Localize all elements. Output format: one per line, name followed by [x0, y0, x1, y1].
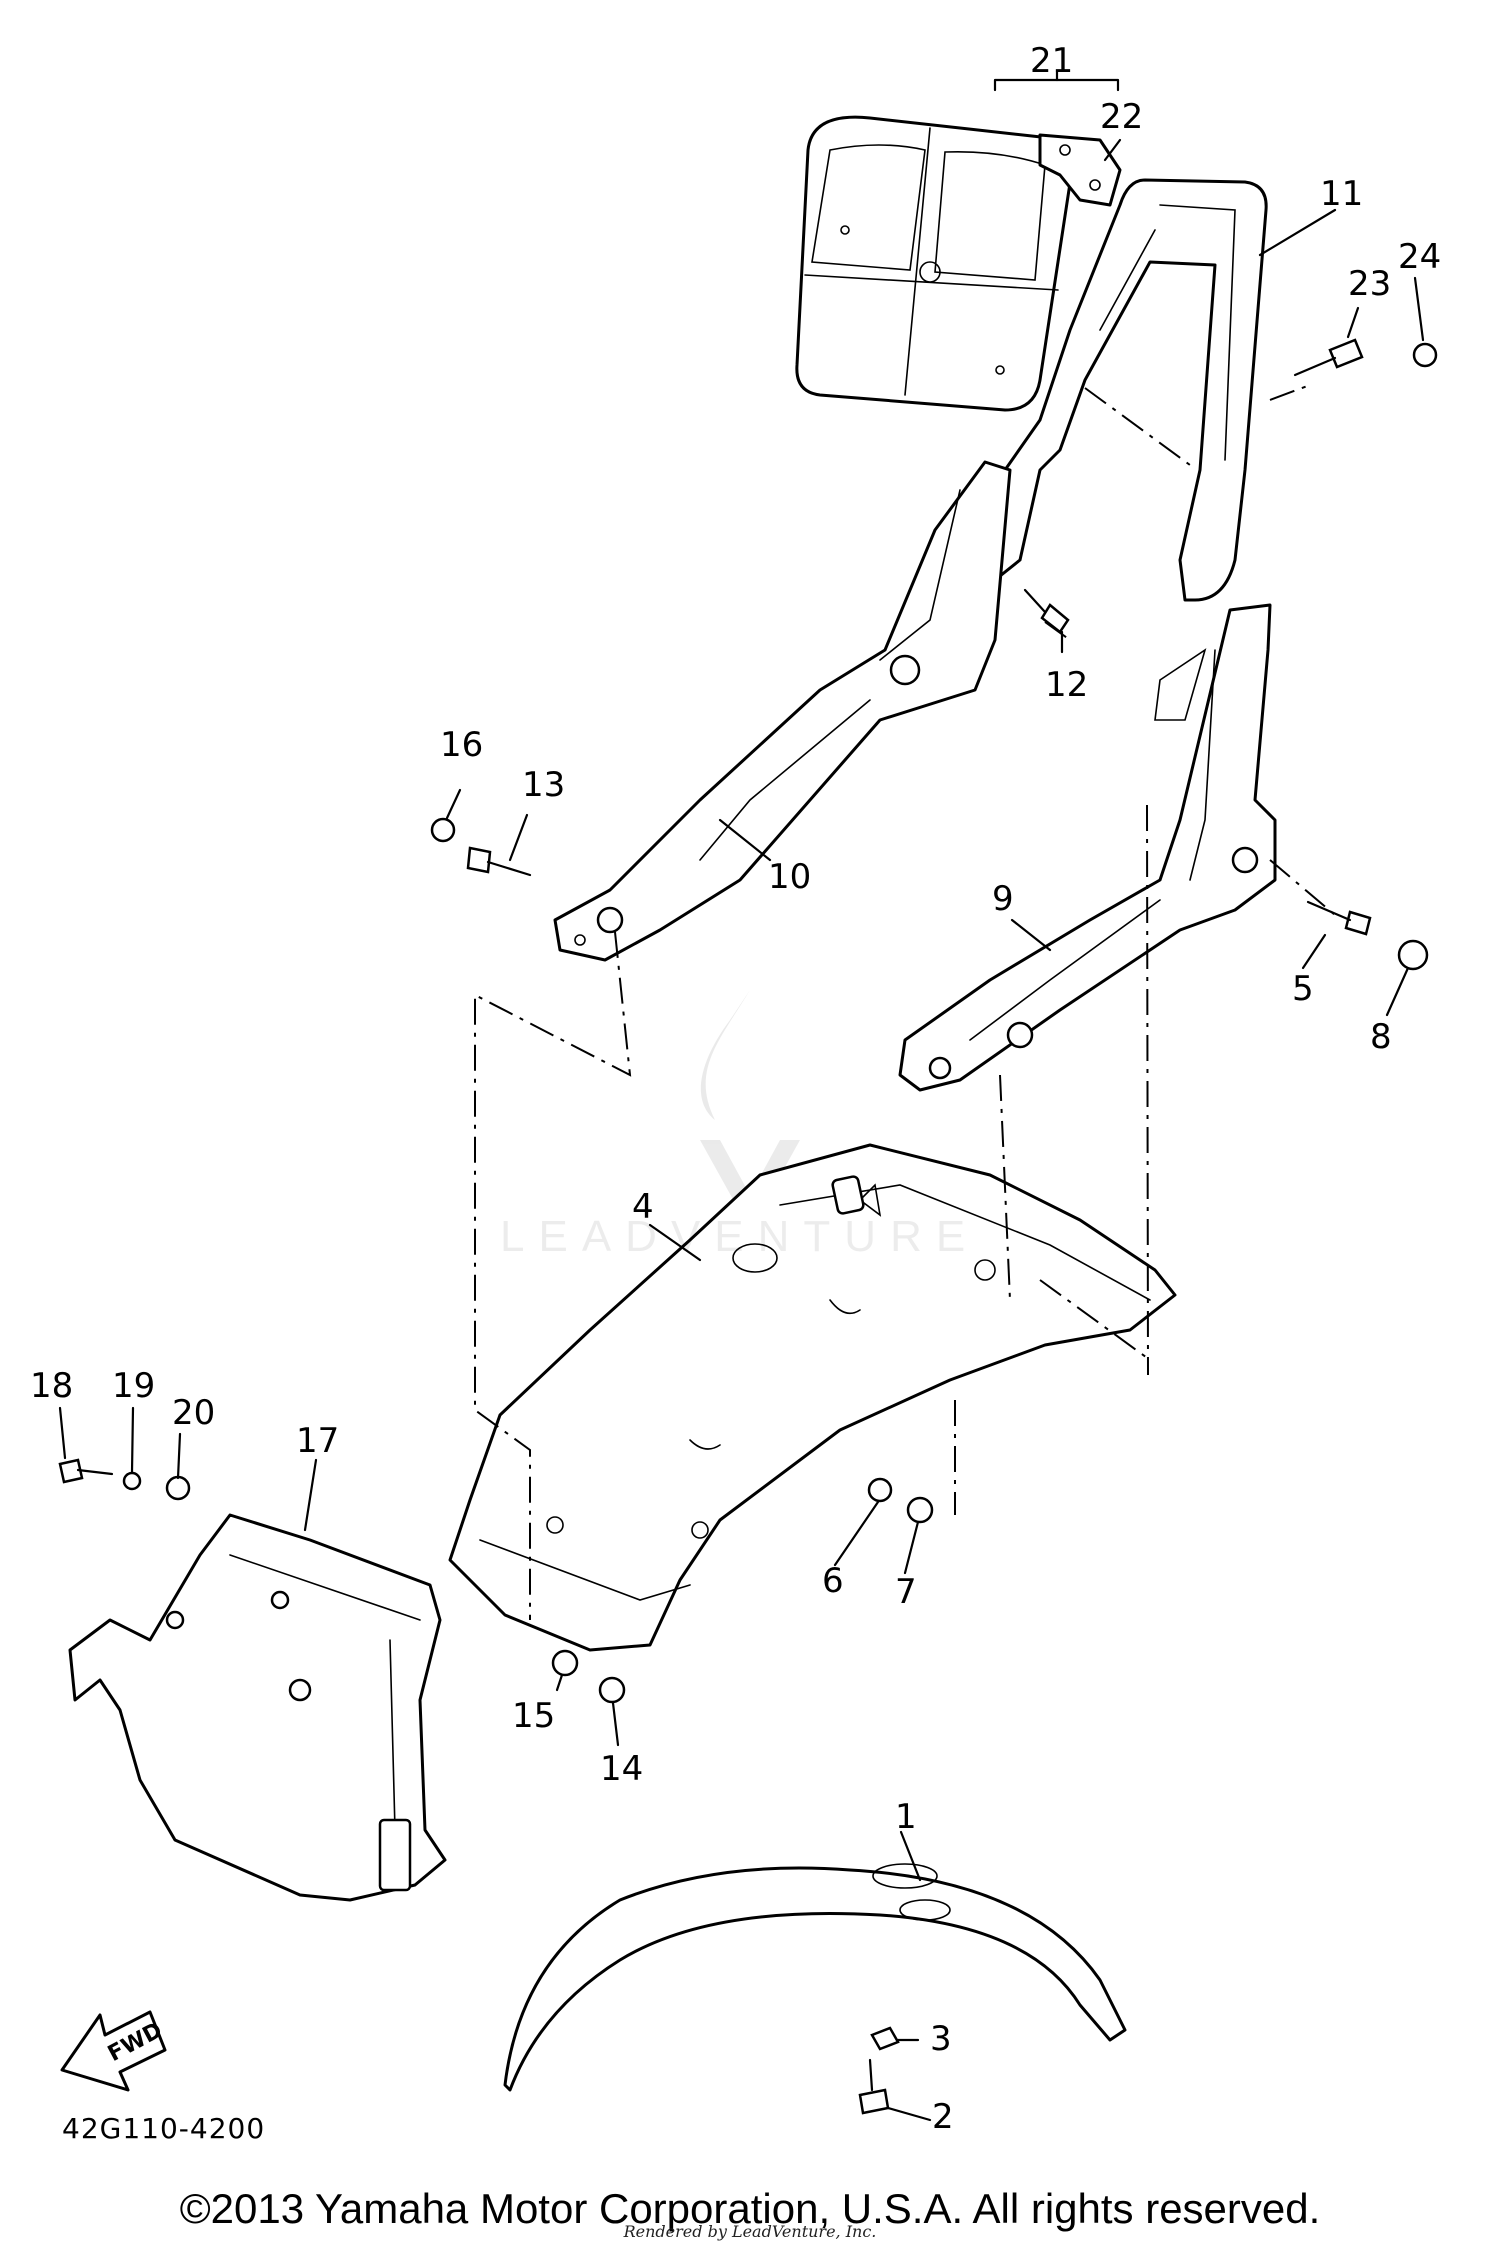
callout-4: 4 [632, 1187, 654, 1227]
callout-9: 9 [992, 879, 1014, 919]
callout-8: 8 [1370, 1017, 1392, 1057]
backrest-bracket [1038, 133, 1122, 207]
rear-fender [448, 1143, 1177, 1652]
rear-fender-lower [68, 1513, 447, 1902]
nut-16 [430, 817, 456, 843]
right-backrest-stay [898, 603, 1277, 1092]
callout-6: 6 [822, 1561, 844, 1601]
callout-2: 2 [932, 2097, 954, 2137]
left-backrest-stay [553, 460, 1012, 962]
callout-15: 15 [512, 1696, 555, 1736]
screw-2 [858, 2058, 890, 2115]
bolt-23 [1293, 338, 1364, 377]
callout-10: 10 [768, 857, 811, 897]
front-fender [503, 1863, 1127, 2092]
nut-15 [551, 1649, 579, 1677]
callout-16: 16 [440, 725, 483, 765]
callout-11: 11 [1320, 174, 1363, 214]
callout-12: 12 [1045, 665, 1088, 705]
callout-13: 13 [522, 765, 565, 805]
callout-14: 14 [600, 1749, 643, 1789]
callout-7: 7 [895, 1572, 917, 1612]
leadventure-flame-logo [700, 990, 800, 1230]
nut-20 [165, 1475, 191, 1501]
callout-23: 23 [1348, 264, 1391, 304]
nut-6 [867, 1477, 893, 1503]
clip-3 [870, 2026, 900, 2051]
leader-lines [58, 70, 1425, 2122]
callout-5: 5 [1292, 969, 1314, 1009]
render-credit: Rendered by LeadVenture, Inc. [623, 2222, 877, 2241]
bolt-5 [1306, 900, 1372, 936]
backrest-pad [795, 115, 1074, 412]
callout-1: 1 [895, 1797, 917, 1837]
bolt-13 [466, 846, 532, 877]
washer-19 [122, 1471, 142, 1491]
watermark-text: LEADVENTURE [500, 1212, 980, 1261]
nut-14 [598, 1676, 626, 1704]
callout-20: 20 [172, 1393, 215, 1433]
callout-18: 18 [30, 1366, 73, 1406]
callout-labels: 1 2 3 4 5 6 7 8 9 10 11 12 13 14 15 16 1… [30, 41, 1441, 2137]
callout-22: 22 [1100, 97, 1143, 137]
copyright-notice: ©2013 Yamaha Motor Corporation, U.S.A. A… [179, 2185, 1321, 2232]
diagram-code: 42G110-4200 [62, 2112, 266, 2145]
callout-24: 24 [1398, 237, 1441, 277]
callout-21: 21 [1030, 41, 1073, 81]
forward-direction-arrow: FWD [60, 2010, 167, 2092]
nut-7 [906, 1496, 934, 1524]
callout-17: 17 [296, 1421, 339, 1461]
bolt-18 [58, 1458, 114, 1484]
cap-8 [1397, 939, 1429, 971]
callout-19: 19 [112, 1366, 155, 1406]
callout-3: 3 [930, 2019, 952, 2059]
nut-24 [1412, 342, 1438, 368]
bolt-12 [1023, 588, 1070, 634]
assembly-lines [474, 384, 1336, 1620]
backrest-frame [983, 178, 1268, 602]
